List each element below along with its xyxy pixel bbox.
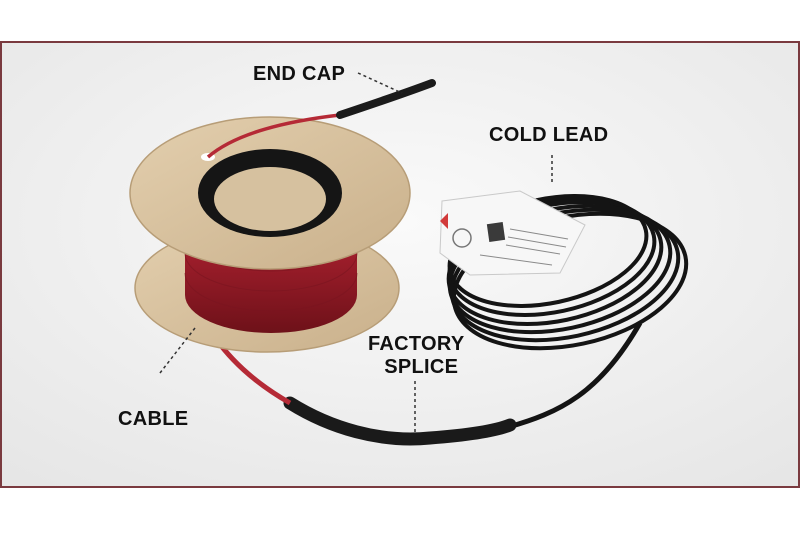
end-cap xyxy=(336,79,436,119)
frame-left-border xyxy=(0,41,2,488)
photo-frame xyxy=(0,41,800,488)
label-cold-lead: COLD LEAD xyxy=(489,124,609,146)
product-photo xyxy=(0,43,800,486)
label-factory-line1: FACTORY xyxy=(368,333,465,355)
spool-front-flange xyxy=(129,116,411,270)
label-end-cap: END CAP xyxy=(253,63,346,85)
label-factory-splice: FACTORY SPLICE xyxy=(368,333,465,379)
frame-right-border xyxy=(798,41,800,488)
factory-splice xyxy=(283,396,517,446)
red-cable-top xyxy=(206,113,341,159)
label-cable: CABLE xyxy=(118,408,189,430)
cold-lead-tag xyxy=(439,190,586,276)
leader-lines xyxy=(159,72,553,433)
cold-lead-wire xyxy=(504,321,643,431)
label-factory-line2: SPLICE xyxy=(384,356,459,378)
